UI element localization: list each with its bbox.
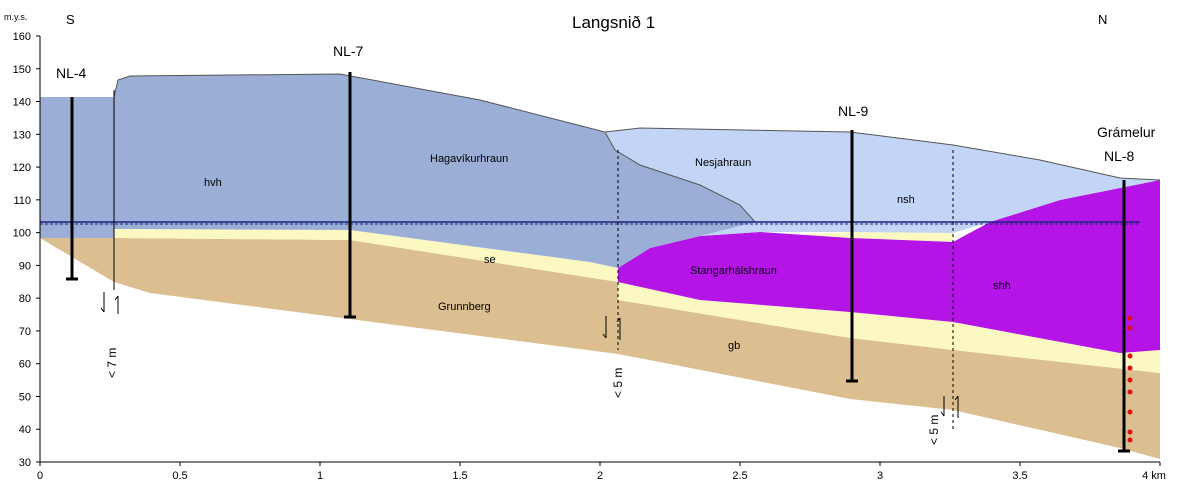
nesjahraun-boundary: [604, 127, 1161, 181]
fault-arrows-1: [100, 292, 119, 314]
x-tick-label: 2: [597, 470, 603, 482]
stangarhalshraun-layer: [618, 180, 1160, 353]
nesjahraun-layer: [600, 128, 1160, 268]
x-tick-label: 0: [37, 470, 43, 482]
grunnberg-layer: [40, 238, 1160, 459]
y-tick-label: 100: [13, 228, 31, 240]
y-tick-label: 110: [13, 195, 31, 207]
x-tick-label: 1.5: [452, 470, 467, 482]
direction-south: S: [66, 12, 75, 27]
hagavikurhraun-layer: [40, 74, 755, 268]
well-label-nl9: NL-9: [838, 103, 869, 119]
y-axis-unit: m.y.s.: [4, 12, 27, 22]
diagram-title: Langsnið 1: [572, 13, 655, 32]
x-tick-label: 1: [317, 470, 323, 482]
y-tick-label: 50: [19, 391, 31, 403]
unit-label-se: se: [484, 254, 496, 266]
unit-label-nsh: nsh: [897, 194, 915, 206]
red-markers: [1127, 315, 1133, 443]
x-tick-label: 4 km: [1142, 470, 1166, 482]
y-tick-label: 80: [19, 293, 31, 305]
unit-label-hagavikurhraun: Hagavíkurhraun: [430, 153, 508, 165]
direction-north: N: [1098, 12, 1107, 27]
unit-label-hvh: hvh: [204, 177, 222, 189]
y-axis-ticks: 160 150 140 130 120 110 100 90 80 70 60 50 40 30: [13, 31, 40, 469]
fault-label-1: < 7 m: [105, 348, 119, 378]
unit-label-gb: gb: [728, 340, 740, 352]
y-tick-label: 130: [13, 129, 31, 141]
y-tick-label: 160: [13, 31, 31, 43]
x-tick-label: 3.5: [1012, 470, 1027, 482]
unit-label-nesjahraun: Nesjahraun: [695, 157, 751, 169]
x-axis-ticks: 0 0.5 1 1.5 2 2.5 3 3.5 4 km: [37, 462, 1166, 482]
fault-arrows-2: [602, 316, 621, 340]
y-tick-label: 30: [19, 457, 31, 469]
unit-label-grunnberg: Grunnberg: [438, 301, 491, 313]
well-place-gramelur: Grámelur: [1097, 124, 1156, 140]
well-label-nl4: NL-4: [56, 65, 87, 81]
well-label-nl7: NL-7: [333, 43, 364, 59]
x-tick-label: 2.5: [732, 470, 747, 482]
y-tick-label: 120: [13, 162, 31, 174]
y-tick-label: 140: [13, 97, 31, 109]
y-tick-label: 90: [19, 260, 31, 272]
x-tick-label: 3: [877, 470, 883, 482]
unit-label-shh: shh: [993, 280, 1011, 292]
y-tick-label: 70: [19, 326, 31, 338]
y-tick-label: 40: [19, 424, 31, 436]
x-tick-label: 0.5: [172, 470, 187, 482]
fault-label-2: < 5 m: [611, 368, 625, 398]
fault-label-3: < 5 m: [927, 415, 941, 445]
y-tick-label: 60: [19, 359, 31, 371]
unit-label-stangarhalshraun: Stangarhálshraun: [690, 265, 777, 277]
well-label-nl8: NL-8: [1104, 148, 1135, 164]
fault-arrows-3: [940, 395, 959, 418]
sediment-layer-lower: [618, 268, 1160, 373]
y-tick-label: 150: [13, 64, 31, 76]
